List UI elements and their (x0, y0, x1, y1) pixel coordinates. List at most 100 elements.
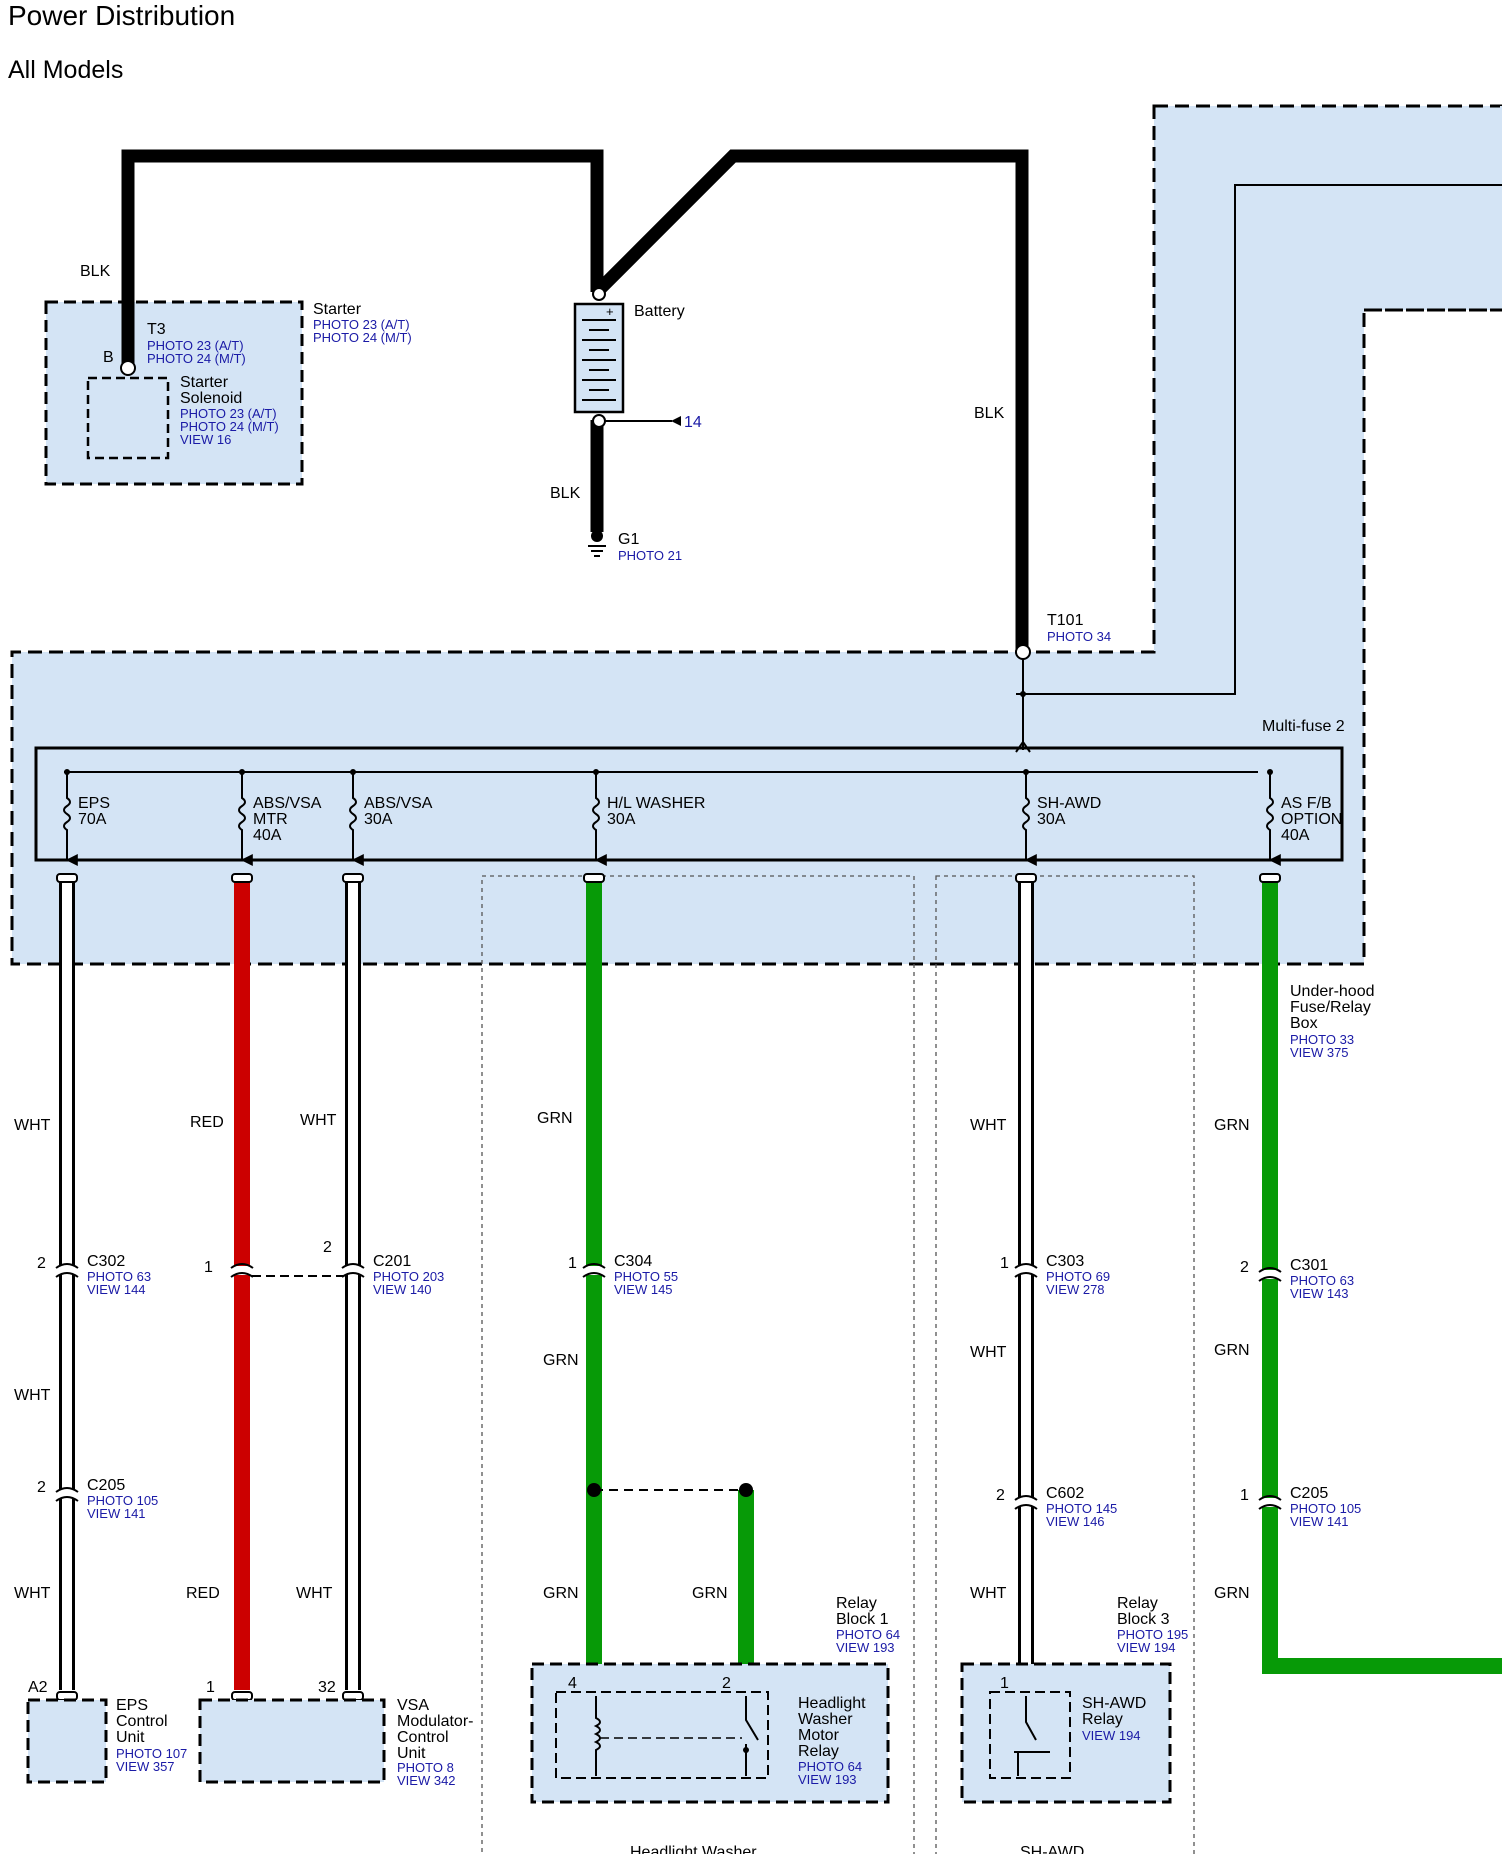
shawd-relay-label-1: SH-AWD (1082, 1695, 1146, 1712)
battery-plus-sign: + (606, 304, 614, 319)
starter-box (44, 300, 304, 486)
starter-name: Starter (313, 301, 362, 318)
hw-relay-pin-b: 2 (722, 1675, 731, 1692)
multifuse-input-arrow (1015, 740, 1031, 753)
c205a-pin: 2 (37, 1479, 46, 1496)
shawd-relay-ref-1: VIEW 194 (1082, 1728, 1141, 1743)
eps-control-unit-box (26, 1698, 108, 1784)
wire-label-grn-3: GRN (543, 1352, 579, 1369)
t101-name: T101 (1047, 612, 1084, 629)
wire-label-grn-5: GRN (543, 1585, 579, 1602)
relay-block-1-ref-2: VIEW 193 (836, 1640, 895, 1655)
relay-block-1-ref-1: PHOTO 64 (836, 1627, 900, 1642)
relay-block-3-label-1: Relay (1117, 1595, 1158, 1612)
wire-label-blk-3: BLK (550, 485, 581, 502)
hw-relay-label-1: Headlight (798, 1695, 866, 1712)
c304-pin: 1 (568, 1255, 577, 1272)
wire-label-grn-2: GRN (1214, 1117, 1250, 1134)
relay-block-3-ref-2: VIEW 194 (1117, 1640, 1176, 1655)
shawd-option-frame (935, 875, 1195, 1854)
t3-ref-2: PHOTO 24 (M/T) (147, 351, 246, 366)
c205b-name: C205 (1290, 1485, 1328, 1502)
wire-label-wht-1: WHT (14, 1117, 51, 1134)
fuse-4-label-1: H/L WASHER (607, 795, 705, 812)
wire-blk-starter (121, 149, 604, 368)
wire-label-wht-6: WHT (14, 1585, 51, 1602)
battery-ground-link-label: 14 (684, 414, 702, 431)
hlwasher-branch-dot (739, 1483, 753, 1497)
vsa-pin-red: 1 (206, 1679, 215, 1696)
hlwasher-splice-dot (587, 1483, 601, 1497)
solenoid-name-1: Starter (180, 374, 229, 391)
fuse-5-label-1: SH-AWD (1037, 795, 1101, 812)
fuse-1-label-1: EPS (78, 795, 110, 812)
g1-ref: PHOTO 21 (618, 548, 682, 563)
relay-block-1-label-1: Relay (836, 1595, 877, 1612)
wire-label-wht-8: WHT (970, 1585, 1007, 1602)
t101-ref: PHOTO 34 (1047, 629, 1111, 644)
relay-block-1-label-2: Block 1 (836, 1611, 889, 1628)
ground-icon (588, 545, 606, 557)
hw-relay-switch-dot (743, 1747, 749, 1753)
hw-relay-label-2: Washer (798, 1711, 853, 1728)
solenoid-ref-1: PHOTO 23 (A/T) (180, 406, 277, 421)
solenoid-ref-3: VIEW 16 (180, 432, 231, 447)
c602-ref-1: PHOTO 145 (1046, 1501, 1117, 1516)
wire-label-red-2: RED (186, 1585, 220, 1602)
underhood-ref-2: VIEW 375 (1290, 1045, 1349, 1060)
battery-plates (582, 319, 616, 401)
vsa-unit-label-3: Control (397, 1729, 449, 1746)
shawd-relay-pin: 1 (1000, 1675, 1009, 1692)
t3-terminal (120, 360, 136, 376)
vsa-unit-ref-1: PHOTO 8 (397, 1760, 454, 1775)
wire-blk-t101 (592, 149, 1029, 650)
underhood-ref-1: PHOTO 33 (1290, 1032, 1354, 1047)
wire-header-caps (56, 873, 1281, 883)
wire-label-wht-3: WHT (970, 1117, 1007, 1134)
solenoid-name-2: Solenoid (180, 390, 242, 407)
hw-relay-coil (593, 1696, 601, 1776)
shawd-relay-switch (1014, 1696, 1050, 1776)
wire-asfb-grn (1262, 880, 1502, 1674)
vsa-unit-label-2: Modulator- (397, 1713, 473, 1730)
wire-label-wht-5: WHT (970, 1344, 1007, 1361)
fuse-2-label-2: MTR (253, 811, 288, 828)
vsa-unit-label-1: VSA (397, 1697, 429, 1714)
c205b-ref-1: PHOTO 105 (1290, 1501, 1361, 1516)
vsa-pin-wht: 32 (318, 1679, 336, 1696)
fuse-1-label-2: 70A (78, 811, 107, 828)
c303-pin: 1 (1000, 1255, 1009, 1272)
headlight-washer-option-frame (481, 875, 915, 1854)
fuse-3-label-2: 30A (364, 811, 393, 828)
connector-c201-red: 1 (204, 1259, 254, 1278)
c205b-pin: 1 (1240, 1487, 1249, 1504)
c301-pin: 2 (1240, 1259, 1249, 1276)
relay-block-3-ref-1: PHOTO 195 (1117, 1627, 1188, 1642)
relay-block-3-label-2: Block 3 (1117, 1611, 1170, 1628)
wire-label-blk-1: BLK (80, 263, 111, 280)
underhood-label-2: Fuse/Relay (1290, 999, 1371, 1016)
wire-label-grn-4: GRN (1214, 1342, 1250, 1359)
g1-name: G1 (618, 531, 639, 548)
c303-ref-1: PHOTO 69 (1046, 1269, 1110, 1284)
battery-symbol (573, 302, 625, 414)
fuse-3-label-1: ABS/VSA (364, 795, 433, 812)
eps-unit-label-3: Unit (116, 1729, 145, 1746)
c304-ref-1: PHOTO 55 (614, 1269, 678, 1284)
starter-ref-2: PHOTO 24 (M/T) (313, 330, 412, 345)
c301-ref-1: PHOTO 63 (1290, 1273, 1354, 1288)
eps-unit-label-2: Control (116, 1713, 168, 1730)
c302-ref-1: PHOTO 63 (87, 1269, 151, 1284)
eps-unit-label-1: EPS (116, 1697, 148, 1714)
